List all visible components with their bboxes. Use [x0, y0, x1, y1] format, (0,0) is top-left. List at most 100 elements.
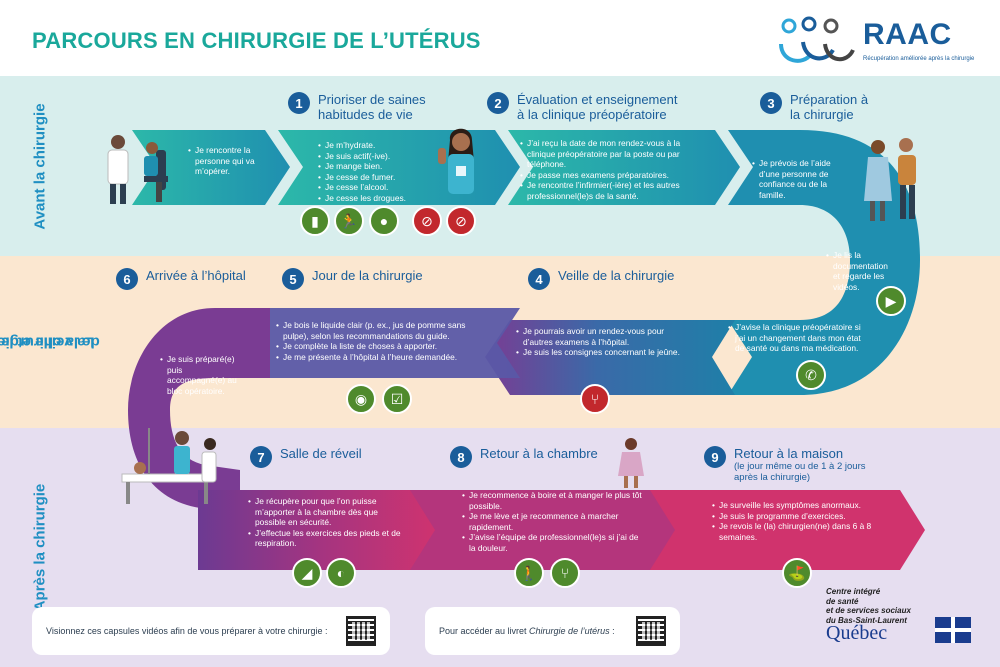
list-item: Je bois le liquide clair (p. ex., jus de… [276, 320, 486, 341]
videos-text: Visionnez ces capsules vidéos afin de vo… [46, 626, 328, 636]
quebec-wordmark: Québec [826, 622, 888, 644]
step-6-number: 6 [116, 268, 138, 290]
couple-walking-illustration [864, 138, 916, 221]
list-item: Je suis les consignes concernant le jeûn… [516, 347, 686, 358]
list-item: Je rencontre la personne qui va m’opérer… [188, 145, 266, 177]
step-7-title: Salle de réveil [280, 446, 362, 461]
step-3-bullets-notify: J’avise la clinique préopératoire si j’a… [728, 322, 868, 354]
list-item: Je pourrais avoir un rendez-vous pour d’… [516, 326, 686, 347]
step-9-header: 9 Retour à la maison (le jour même ou de… [704, 446, 865, 483]
list-item: Je cesse les drogues. [318, 193, 428, 204]
golf-icon: ⛳ [782, 558, 812, 588]
step-4-bullets: Je pourrais avoir un rendez-vous pour d’… [516, 326, 686, 358]
band-label-before: Avant la chirurgie [31, 102, 49, 230]
raac-logo: RAAC Récupération améliorée après la chi… [775, 14, 975, 72]
recovery-room-illustration [121, 428, 217, 504]
drinking-icon: ◉ [346, 384, 376, 414]
no-alcohol-icon: ⊘ [446, 206, 476, 236]
step-3-bullets-videos: Je lis la documentation et regarde les v… [826, 250, 896, 292]
step-5-title: Jour de la chirurgie [312, 268, 423, 283]
logo-subtitle: Récupération améliorée après la chirurgi… [863, 56, 975, 62]
list-item: Je lis la documentation et regarde les v… [826, 250, 896, 292]
step-1-title: Prioriser de saines habitudes de vie [318, 92, 426, 122]
booklet-text: Pour accéder au livret Chirurgie de l’ut… [439, 626, 615, 636]
list-item: J’effectue les exercices des pieds et de… [248, 528, 408, 549]
foot-exercise-icon: ◢ [292, 558, 322, 588]
step-8-number: 8 [450, 446, 472, 468]
list-item: Je rencontre l’infirmier(-ière) et les a… [520, 180, 710, 201]
list-item: Je suis actif(-ive). [318, 151, 428, 162]
step-1-number: 1 [288, 92, 310, 114]
step-1-bullets: Je m’hydrate. Je suis actif(-ive). Je ma… [318, 140, 428, 203]
list-item: Je récupère pour que l’on puisse m’appor… [248, 496, 408, 528]
booklet-box: Pour accéder au livret Chirurgie de l’ut… [425, 607, 680, 655]
raac-people-icon [779, 16, 855, 63]
list-item: Je recommence à boire et à manger le plu… [462, 490, 642, 511]
step-9-title: Retour à la maison [734, 446, 844, 461]
running-icon: 🏃 [334, 206, 364, 236]
list-item: Je m’hydrate. [318, 140, 428, 151]
step-5-bullets: Je bois le liquide clair (p. ex., jus de… [276, 320, 486, 362]
logo-name: RAAC [863, 18, 952, 51]
checklist-icon: ☑ [382, 384, 412, 414]
step-8-title: Retour à la chambre [480, 446, 598, 461]
list-item: Je suis le programme d’exercices. [712, 511, 892, 522]
no-smoking-icon: ⊘ [412, 206, 442, 236]
booklet-qr-code[interactable] [636, 616, 666, 646]
step-6-bullets: Je suis préparé(e) puis accompagné(e) au… [160, 354, 238, 396]
step-5-header: 5 Jour de la chirurgie [282, 268, 423, 290]
step-2-header: 2 Évaluation et enseignement à la cliniq… [487, 92, 677, 122]
consultation-illustration [107, 135, 168, 204]
band-label-eve: La veille et le jourde la chirurgie [0, 333, 100, 351]
step-2-number: 2 [487, 92, 509, 114]
breathing-icon: ◐ [326, 558, 356, 588]
step-9-bullets: Je surveille les symptômes anormaux. Je … [712, 500, 892, 542]
step-8-bullets: Je recommence à boire et à manger le plu… [462, 490, 642, 553]
step-9-subtitle: (le jour même ou de 1 à 2 jours après la… [734, 461, 866, 483]
list-item: Je surveille les symptômes anormaux. [712, 500, 892, 511]
step-4-number: 4 [528, 268, 550, 290]
list-item: J’avise la clinique préopératoire si j’a… [728, 322, 868, 354]
step-3-number: 3 [760, 92, 782, 114]
step-8-header: 8 Retour à la chambre [450, 446, 598, 468]
list-item: J’ai reçu la date de mon rendez-vous à l… [520, 138, 710, 170]
patient-standing-illustration [618, 438, 644, 488]
videos-box: Visionnez ces capsules vidéos afin de vo… [32, 607, 390, 655]
phone-icon: ✆ [796, 360, 826, 390]
step-3-bullets: Je prévois de l’aide d’une personne de c… [752, 158, 842, 200]
list-item: Je revois le (la) chirurgien(ne) dans 6 … [712, 521, 892, 542]
intro-bullets: Je rencontre la personne qui va m’opérer… [188, 145, 266, 177]
step-6-title: Arrivée à l’hôpital [146, 268, 246, 283]
step-3-title: Préparation à la chirurgie [790, 92, 869, 122]
step-5-number: 5 [282, 268, 304, 290]
step-2-bullets: J’ai reçu la date de mon rendez-vous à l… [520, 138, 710, 201]
organization-name: Centre intégré de santé et de services s… [826, 587, 911, 625]
step-9-title-block: Retour à la maison (le jour même ou de 1… [734, 446, 865, 483]
list-item: Je cesse de fumer. [318, 172, 428, 183]
step-1-header: 1 Prioriser de saines habitudes de vie [288, 92, 426, 122]
step-7-bullets: Je récupère pour que l’on puisse m’appor… [248, 496, 408, 549]
step-7-number: 7 [250, 446, 272, 468]
list-item: Je me présente à l’hôpital à l’heure dem… [276, 352, 486, 363]
fork-spoon-icon: ⑂ [550, 558, 580, 588]
list-item: J’avise l’équipe de professionnel(le)s s… [462, 532, 642, 553]
apple-icon: ● [369, 206, 399, 236]
list-item: Je cesse l’alcool. [318, 182, 428, 193]
list-item: Je me lève et je recommence à marcher ra… [462, 511, 642, 532]
list-item: Je suis préparé(e) puis accompagné(e) au… [160, 354, 238, 396]
play-icon[interactable]: ▶ [876, 286, 906, 316]
videos-qr-code[interactable] [346, 616, 376, 646]
healthy-woman-illustration [438, 128, 474, 194]
step-6-header: 6 Arrivée à l’hôpital [116, 268, 246, 290]
quebec-flag-icon [935, 617, 971, 643]
step-3-header: 3 Préparation à la chirurgie [760, 92, 868, 122]
list-item: Je passe mes examens préparatoires. [520, 170, 710, 181]
fork-spoon-icon: ⑂ [580, 384, 610, 414]
step-4-title: Veille de la chirurgie [558, 268, 675, 283]
list-item: Je complète la liste de choses à apporte… [276, 341, 486, 352]
water-bottle-icon: ▮ [300, 206, 330, 236]
step-9-number: 9 [704, 446, 726, 468]
step-4-header: 4 Veille de la chirurgie [528, 268, 674, 290]
step-2-title: Évaluation et enseignement à la clinique… [517, 92, 678, 122]
